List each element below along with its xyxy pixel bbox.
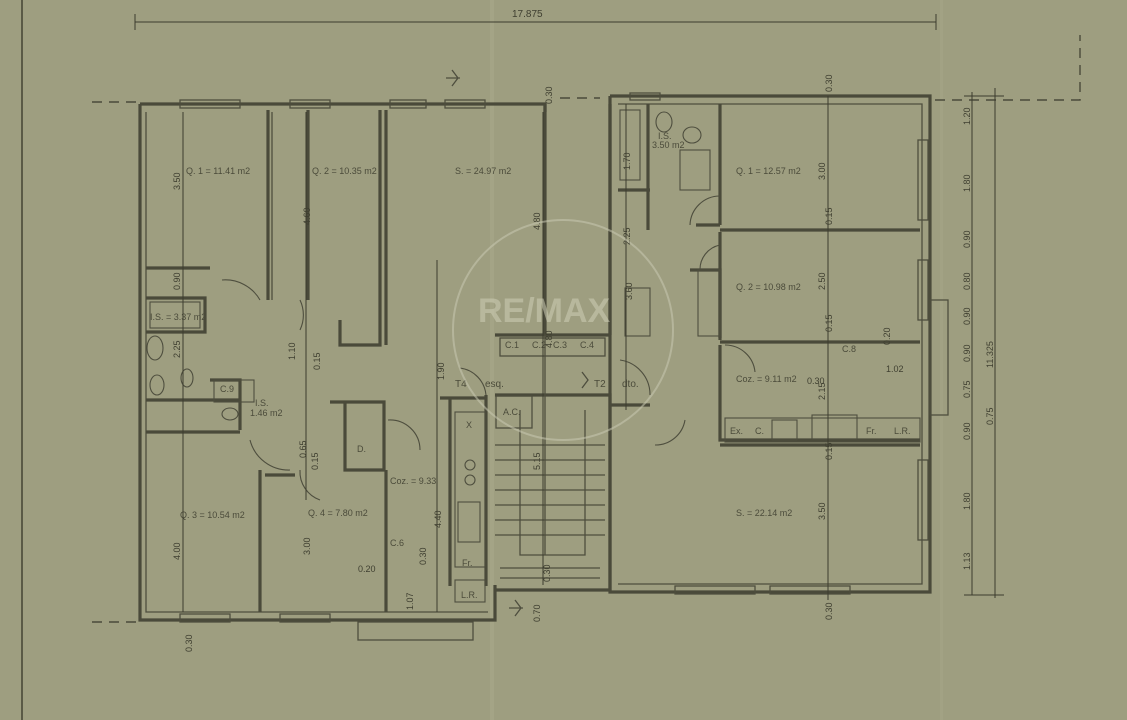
dim-015b: 0.15: [310, 452, 320, 470]
watermark-text: RE/MAX: [478, 292, 611, 330]
t2-label: T2: [594, 379, 606, 390]
dim-460: 4.60: [302, 207, 312, 225]
dim-090: 0.90: [172, 272, 182, 290]
fr-label: Fr.: [462, 558, 473, 568]
bottom-dim-070: 0.70: [532, 604, 542, 622]
room-is-small-area: 1.46 m2: [250, 408, 283, 418]
ac-label: A.C.: [503, 407, 521, 417]
c3-label: C.3: [553, 340, 567, 350]
property-line: [92, 35, 1081, 103]
room-coz-left: Coz. = 9.33: [390, 476, 436, 486]
room-q2-right: Q. 2 = 10.98 m2: [736, 282, 801, 292]
dim-015e: 0.15: [824, 442, 834, 460]
right-dimension-chain: 1.20 1.80 0.90 0.80 0.90 0.90 0.75 0.90 …: [962, 88, 1004, 598]
right-dim-9: 1.13: [962, 552, 972, 570]
c-label: C.: [755, 426, 764, 436]
dim-360: 3.60: [624, 282, 634, 300]
dim-300: 3.00: [302, 537, 312, 555]
total-height-label: 11.325: [985, 341, 995, 368]
section-marker-icons: [446, 69, 589, 617]
right-dim-0: 1.20: [962, 107, 972, 125]
x-label: X: [466, 420, 472, 430]
right-dim-8: 1.80: [962, 492, 972, 510]
right-dim-3: 0.80: [962, 272, 972, 290]
room-is-right-area: 3.50 m2: [652, 140, 685, 150]
windows: [179, 92, 949, 641]
dim-107: 1.07: [405, 592, 415, 610]
remax-watermark-logo: RE/MAX: [452, 219, 674, 441]
right-dim-4: 0.90: [962, 307, 972, 325]
dim-215: 2.15: [817, 382, 827, 400]
dim-190: 1.90: [436, 362, 446, 380]
dim-225r: 2.25: [622, 227, 632, 245]
right-dim-7: 0.90: [962, 422, 972, 440]
room-q3-left: Q. 3 = 10.54 m2: [180, 510, 245, 520]
ex-label: Ex.: [730, 426, 743, 436]
inner-dimension-lines: [182, 96, 829, 612]
t2-dto-label: dto.: [622, 379, 639, 390]
fr-right-label: Fr.: [866, 426, 877, 436]
room-is-right: I.S.: [658, 131, 672, 141]
right-dim-6: 0.75: [962, 380, 972, 398]
t4-label: T4: [455, 379, 467, 390]
dim-110: 1.10: [287, 342, 297, 360]
room-q1-right: Q. 1 = 12.57 m2: [736, 166, 801, 176]
dim-015c: 0.15: [824, 207, 834, 225]
t4-esq-label: esq.: [485, 379, 504, 390]
room-coz-right: Coz. = 9.11 m2: [736, 374, 797, 384]
dim-030: 0.30: [418, 547, 428, 565]
c1-label: C.1: [505, 340, 519, 350]
dim-300r: 3.00: [817, 162, 827, 180]
dim-350: 3.50: [172, 172, 182, 190]
top-dim-030-b: 0.30: [824, 74, 834, 92]
room-is-small: I.S.: [255, 398, 269, 408]
doors: [221, 195, 756, 501]
right-dim-2: 0.90: [962, 230, 972, 248]
c6-label: C.6: [390, 538, 404, 548]
dim-015d: 0.15: [824, 314, 834, 332]
bottom-dim-030-left: 0.30: [184, 634, 194, 652]
dim-102: 1.02: [886, 364, 904, 374]
dim-225: 2.25: [172, 340, 182, 358]
top-dim-030-a: 0.30: [544, 86, 554, 104]
fixtures: [146, 109, 921, 603]
room-s-right: S. = 22.14 m2: [736, 508, 792, 518]
c8-label: C.8: [842, 344, 856, 354]
room-q2-left: Q. 2 = 10.35 m2: [312, 166, 377, 176]
dim-250: 2.50: [817, 272, 827, 290]
total-width-label: 17.875: [512, 9, 543, 20]
right-dim-5: 0.90: [962, 344, 972, 362]
dim-350r: 3.50: [817, 502, 827, 520]
dim-515: 5.15: [532, 452, 542, 470]
stair-treads: [495, 444, 605, 579]
dim-170: 1.70: [622, 152, 632, 170]
room-q1-left: Q. 1 = 11.41 m2: [186, 166, 250, 176]
top-dimension: 17.875: [134, 9, 937, 30]
dim-065: 0.65: [298, 440, 308, 458]
stair-core: A.C. C.1 C.2 C.3 C.4: [495, 104, 612, 592]
dim-015a: 0.15: [312, 352, 322, 370]
dim-020: 0.20: [358, 564, 376, 574]
c4-label: C.4: [580, 340, 594, 350]
bottom-dim-030-mid: 0.30: [542, 564, 552, 582]
dim-480b: 4.80: [544, 330, 554, 348]
c2-label: C.2: [532, 340, 546, 350]
right-dim-1: 1.80: [962, 174, 972, 192]
inner-dimension-labels: 3.50 4.60 4.80 0.90 1.10 0.15 2.25 1.90 …: [172, 152, 904, 610]
right-dim-075: 0.75: [985, 407, 995, 425]
dim-030r: 0.30: [807, 376, 825, 386]
room-s-left: S. = 24.97 m2: [455, 166, 511, 176]
room-d: D.: [357, 444, 366, 454]
dim-440: 4.40: [433, 510, 443, 528]
bottom-dim-030-right: 0.30: [824, 602, 834, 620]
room-q4-left: Q. 4 = 7.80 m2: [308, 508, 368, 518]
lr-label: L.R.: [461, 590, 478, 600]
lr-right-label: L.R.: [894, 426, 911, 436]
dim-400: 4.00: [172, 542, 182, 560]
dim-480: 4.80: [532, 212, 542, 230]
room-is-left: I.S. = 3.37 m2: [150, 312, 206, 322]
dim-020r: 0.20: [882, 327, 892, 345]
c9-label: C.9: [220, 384, 234, 394]
